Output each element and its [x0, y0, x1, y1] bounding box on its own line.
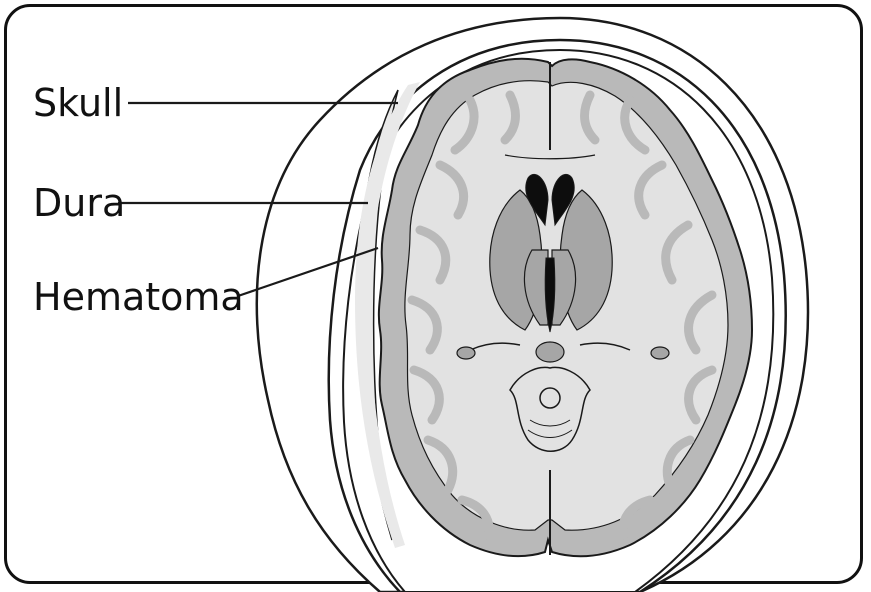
hematoma-label: Hematoma [33, 275, 244, 319]
dura-label: Dura [33, 181, 125, 225]
skull-label: Skull [33, 81, 123, 125]
cerebral-aqueduct [540, 388, 560, 408]
vermis-top [536, 342, 564, 362]
left-temporal-horn [457, 347, 475, 359]
right-temporal-horn [651, 347, 669, 359]
